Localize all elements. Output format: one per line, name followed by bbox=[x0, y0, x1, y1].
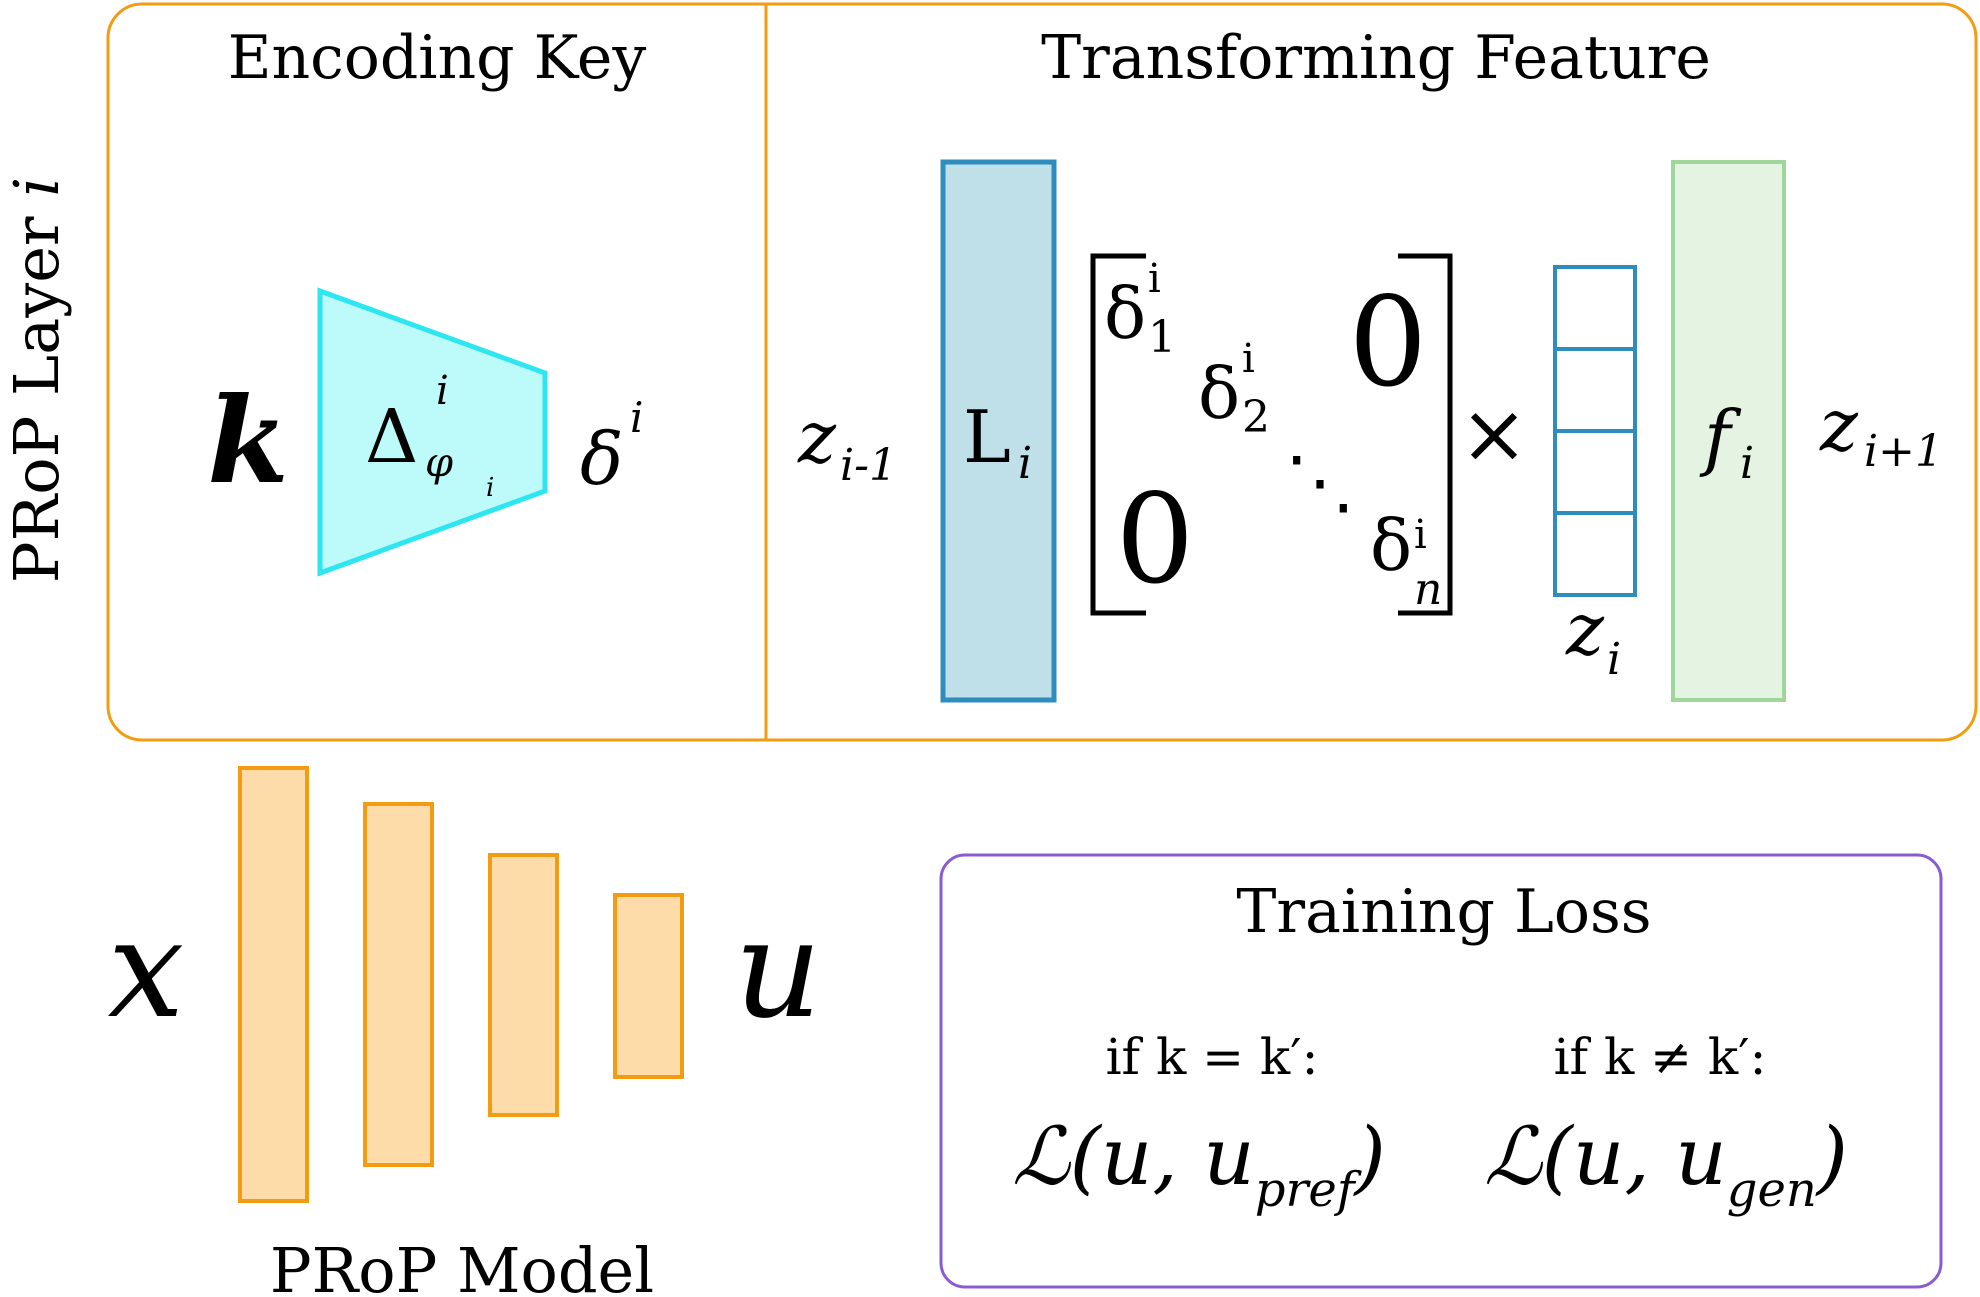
encoding-key-title: Encoding Key bbox=[228, 23, 647, 93]
multiply-sign: × bbox=[1460, 387, 1529, 482]
matrix-ellipsis: ⋱ bbox=[1285, 441, 1355, 523]
model-layer-4 bbox=[613, 893, 684, 1079]
z-prev-label: zi-1 bbox=[797, 395, 897, 491]
loss-condition-same: if k = k′: bbox=[1106, 1028, 1319, 1086]
loss-same-key-formula: ℒ(u, upref) bbox=[1012, 1110, 1386, 1218]
z-vector-cell bbox=[1553, 347, 1637, 433]
f-layer-bar bbox=[1671, 160, 1786, 702]
prop-model-layers bbox=[238, 766, 684, 1203]
model-output-u: u bbox=[734, 891, 822, 1049]
training-loss-box bbox=[939, 853, 1943, 1289]
matrix-left-bracket bbox=[1090, 253, 1146, 616]
model-layer-2 bbox=[363, 802, 434, 1167]
z-vector-cell bbox=[1553, 265, 1637, 351]
training-loss-title: Training Loss bbox=[1236, 877, 1651, 947]
model-input-x: x bbox=[108, 891, 185, 1049]
key-input-k: k bbox=[207, 371, 289, 510]
loss-condition-diff: if k ≠ k′: bbox=[1554, 1028, 1767, 1086]
encoding-network-trapezoid bbox=[317, 287, 548, 577]
z-vector-cell bbox=[1553, 429, 1637, 515]
prop-layer-side-label: PRoP Layer i bbox=[0, 177, 73, 583]
z-vector-cell bbox=[1553, 511, 1637, 597]
z-vector bbox=[1553, 265, 1637, 597]
model-layer-3 bbox=[488, 853, 559, 1117]
prop-model-label: PRoP Model bbox=[270, 1234, 654, 1297]
loss-diff-key-formula: ℒ(u, ugen) bbox=[1484, 1110, 1848, 1218]
L-layer-bar bbox=[940, 159, 1057, 703]
matrix-zero-lower: 0 bbox=[1116, 468, 1195, 612]
matrix-zero-upper: 0 bbox=[1349, 271, 1428, 415]
matrix-right-bracket bbox=[1398, 253, 1453, 616]
z-current-label: zi bbox=[1565, 587, 1621, 685]
prop-layer-frame bbox=[106, 2, 1978, 742]
model-layer-1 bbox=[238, 766, 309, 1203]
transforming-feature-title: Transforming Feature bbox=[1041, 23, 1711, 93]
